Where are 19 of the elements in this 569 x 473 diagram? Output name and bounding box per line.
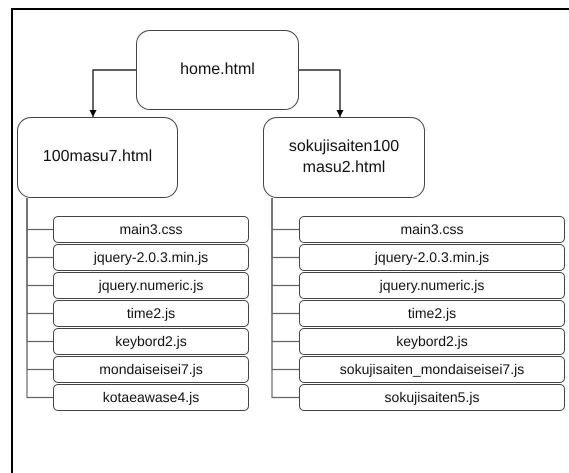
page-box: 100masu7.html [17, 117, 178, 198]
file-box: sokujisaiten_mondaiseisei7.js [299, 356, 565, 383]
arrow [90, 69, 136, 117]
file-box: jquery.numeric.js [299, 272, 565, 299]
file-box: keybord2.js [53, 328, 249, 355]
file-box: time2.js [53, 300, 249, 327]
file-box: sokujisaiten5.js [299, 384, 565, 411]
file-box: time2.js [299, 300, 565, 327]
page-box: sokujisaiten100 masu2.html [263, 117, 425, 198]
file-box: main3.css [53, 216, 249, 243]
file-box: keybord2.js [299, 328, 565, 355]
file-box: jquery-2.0.3.min.js [299, 244, 565, 271]
file-box: jquery-2.0.3.min.js [53, 244, 249, 271]
file-box: kotaeawase4.js [53, 384, 249, 411]
file-box: jquery.numeric.js [53, 272, 249, 299]
page-box: home.html [136, 30, 299, 110]
arrow [299, 69, 344, 117]
file-box: main3.css [299, 216, 565, 243]
file-box: mondaiseisei7.js [53, 356, 249, 383]
